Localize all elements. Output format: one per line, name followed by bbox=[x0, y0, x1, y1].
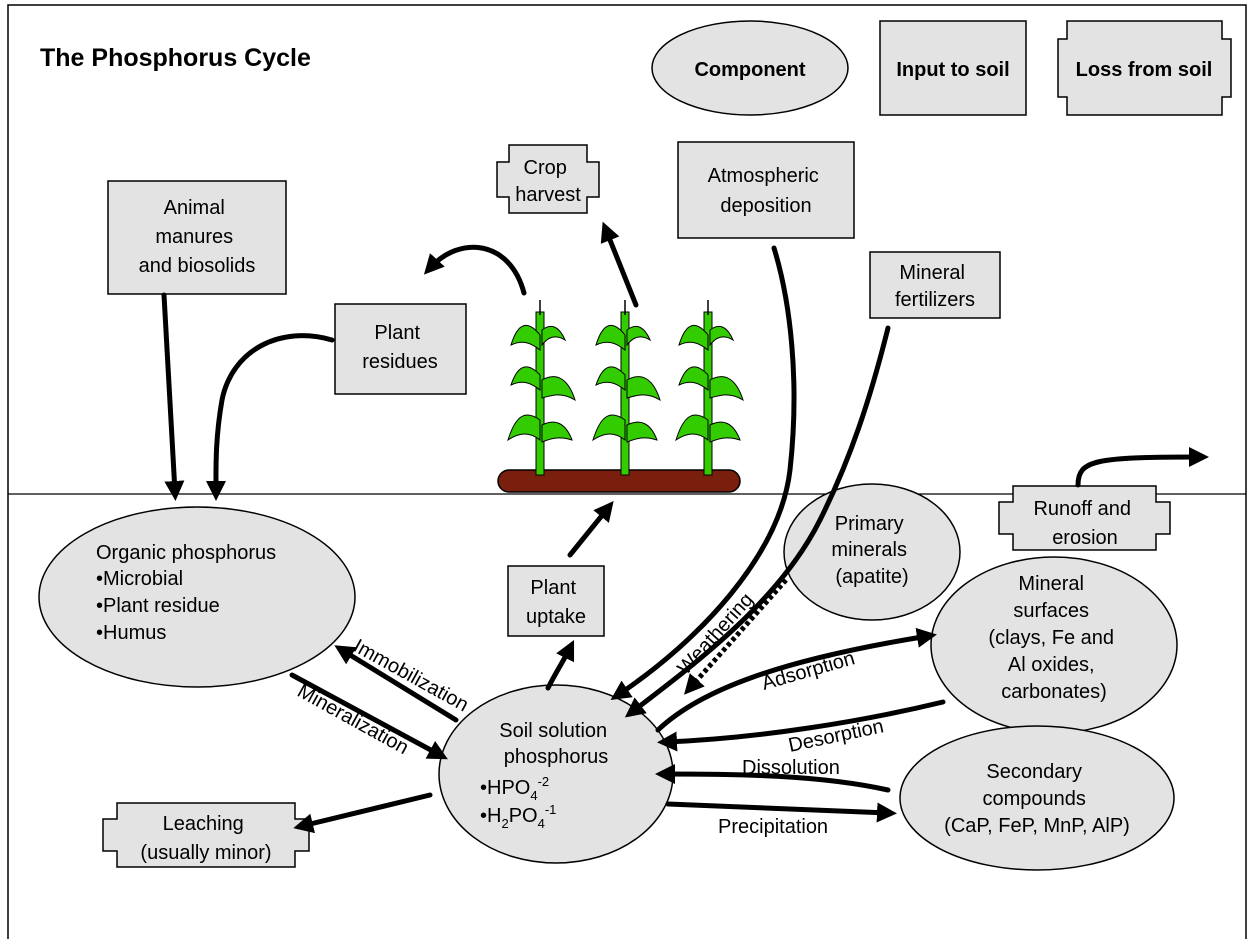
arrow-to-leaching bbox=[293, 792, 433, 834]
atmospheric-deposition-box: Atmospheric deposition bbox=[677, 141, 855, 239]
arrow-solution-to-uptake bbox=[545, 639, 575, 691]
legend-component: Component bbox=[651, 20, 849, 116]
svg-text:Loss from soil: Loss from soil bbox=[1076, 59, 1213, 81]
crop-harvest-box: Crop harvest bbox=[496, 144, 600, 214]
corn-plant bbox=[507, 300, 576, 476]
corn-plant bbox=[592, 300, 661, 476]
arrow-weathering bbox=[684, 578, 788, 695]
svg-text:Secondary compounds: Secondary compounds (CaP, FeP, MnP, AlP) bbox=[944, 761, 1130, 837]
arrow-precipitation bbox=[665, 801, 897, 823]
svg-text:Mineral fertilizers: Mineral fertilizers bbox=[895, 262, 975, 311]
arrow-uptake-to-plants bbox=[567, 501, 614, 558]
arrow-adsorption bbox=[655, 627, 937, 733]
svg-text:Soil solution phosphorus: Soil solution phosphorus bbox=[499, 720, 612, 768]
svg-text:Crop harvest: Crop harvest bbox=[515, 157, 581, 206]
label-precipitation: Precipitation bbox=[718, 816, 828, 838]
mineral-fertilizers-box: Mineral fertilizers bbox=[869, 251, 1001, 319]
legend: Component Input to soil Loss from soil bbox=[651, 20, 1232, 116]
arrow-fertilizers-to-solution bbox=[624, 325, 891, 718]
crop-plants bbox=[497, 300, 744, 493]
arrow-immobilization bbox=[334, 645, 459, 723]
svg-text:Plant residues: Plant residues bbox=[362, 322, 438, 373]
arrow-to-crop-harvest bbox=[600, 221, 639, 308]
hpo4-ion: •HPO4-2 bbox=[480, 774, 549, 803]
arrows bbox=[161, 221, 1209, 834]
primary-minerals-ellipse: Primary minerals (apatite) bbox=[783, 483, 961, 621]
svg-text:Runoff and erosion: Runoff and erosion bbox=[1033, 498, 1136, 549]
legend-input-to-soil: Input to soil bbox=[879, 20, 1027, 116]
arrow-plants-to-residues bbox=[423, 244, 527, 296]
svg-text:Leaching (usually minor): Leaching (usually minor) bbox=[140, 813, 271, 864]
h2po4-ion: •H2PO4-1 bbox=[480, 802, 556, 831]
arrow-dissolution bbox=[655, 764, 891, 793]
runoff-erosion-box: Runoff and erosion bbox=[998, 485, 1171, 551]
svg-text:Organic phosphorus •Micr: Organic phosphorus •Microbial •Plant res… bbox=[96, 542, 282, 644]
svg-text:Plant uptake: Plant uptake bbox=[526, 577, 586, 628]
svg-text:Mineral surfaces (: Mineral surfaces (clays, Fe and Al oxide… bbox=[988, 573, 1119, 703]
soil-strip bbox=[497, 469, 741, 493]
plant-uptake-box: Plant uptake bbox=[507, 565, 605, 637]
svg-text:Component: Component bbox=[694, 59, 805, 81]
leaching-box: Leaching (usually minor) bbox=[102, 802, 310, 868]
label-adsorption: Adsorption bbox=[759, 647, 857, 695]
diagram-frame bbox=[7, 4, 1247, 939]
organic-phosphorus-ellipse: Organic phosphorus •Microbial •Plant res… bbox=[38, 506, 356, 688]
label-dissolution: Dissolution bbox=[742, 757, 840, 779]
arrow-mineralization bbox=[289, 672, 448, 760]
svg-text:Primary minerals (: Primary minerals (apatite) bbox=[831, 513, 912, 588]
plant-residues-box: Plant residues bbox=[334, 303, 467, 395]
arrow-manures-to-organic bbox=[161, 292, 185, 501]
diagram-title: The Phosphorus Cycle bbox=[40, 44, 311, 72]
animal-manures-box: Animal manures and biosolids bbox=[107, 180, 287, 295]
label-immobilization: Immobilization bbox=[350, 635, 472, 716]
corn-plant bbox=[675, 300, 744, 476]
label-mineralization: Mineralization bbox=[294, 680, 413, 759]
svg-text:Atmospheric deposition: Atmospheric deposition bbox=[708, 165, 825, 217]
secondary-compounds-ellipse: Secondary compounds (CaP, FeP, MnP, AlP) bbox=[899, 725, 1175, 871]
svg-text:Animal manures and: Animal manures and biosolids bbox=[139, 197, 256, 277]
legend-loss-from-soil: Loss from soil bbox=[1057, 20, 1232, 116]
mineral-surfaces-ellipse: Mineral surfaces (clays, Fe and Al oxide… bbox=[930, 556, 1178, 734]
soil-solution-ellipse: Soil solution phosphorus •HPO4-2 •H2PO4-… bbox=[438, 684, 674, 864]
label-weathering: Weathering bbox=[673, 589, 758, 679]
svg-text:Input to soil: Input to soil bbox=[896, 59, 1009, 81]
arrow-desorption bbox=[657, 699, 946, 752]
arrow-runoff-out bbox=[1075, 447, 1209, 488]
arrow-atmospheric-to-solution bbox=[610, 245, 797, 701]
arrow-residues-to-organic bbox=[205, 333, 335, 501]
